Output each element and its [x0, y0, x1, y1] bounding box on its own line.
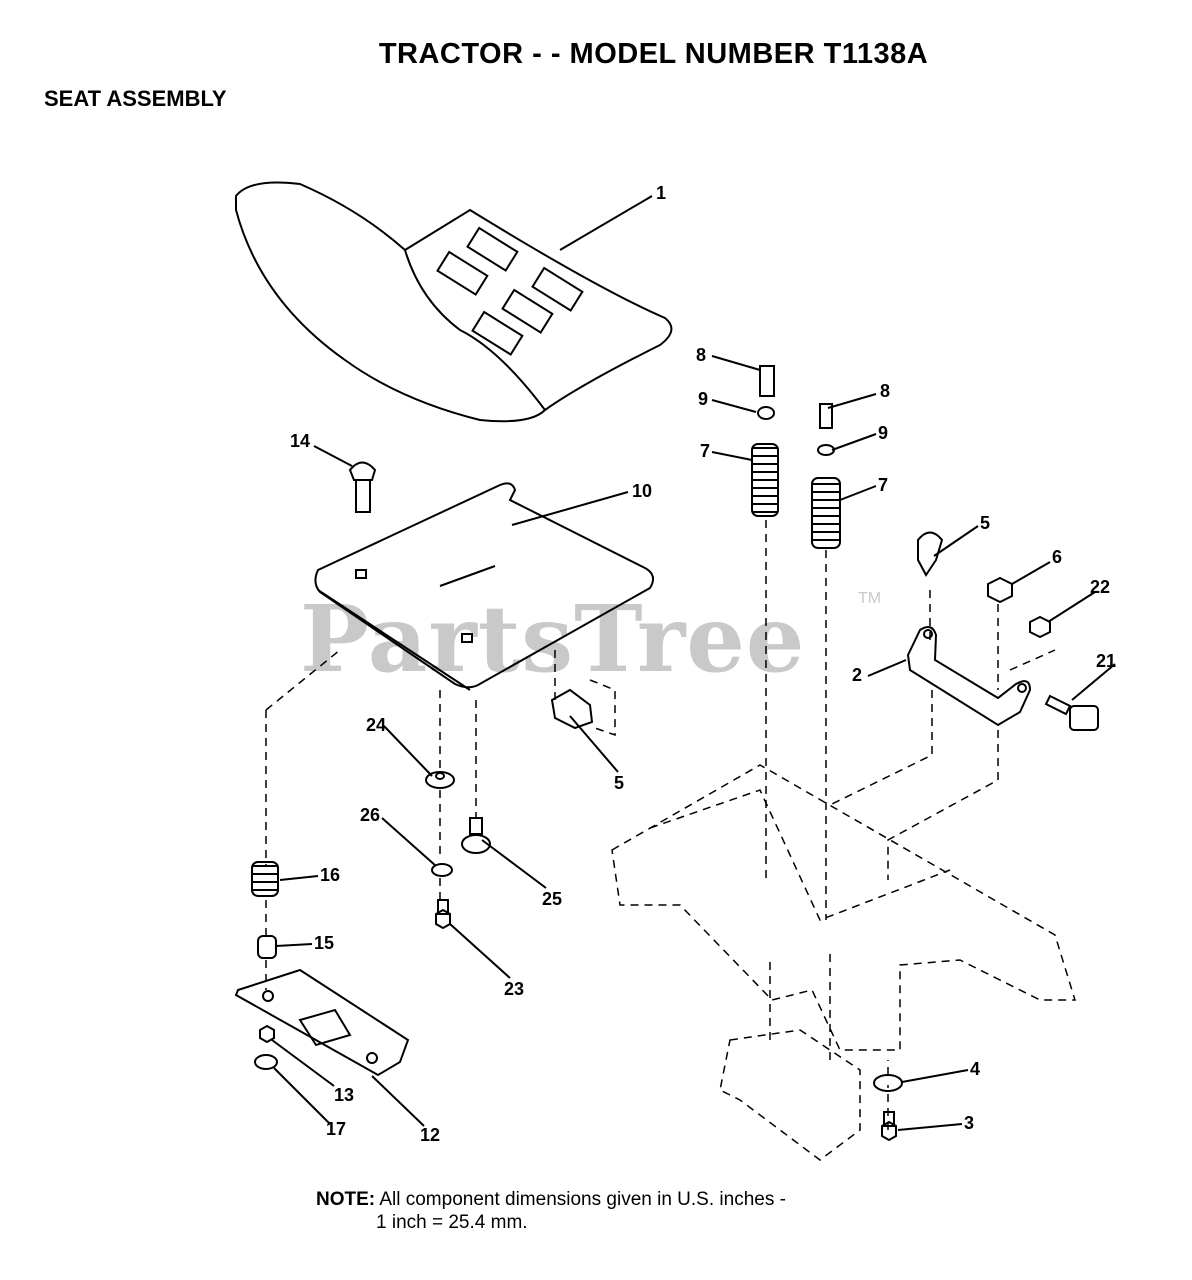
bracket-part	[906, 625, 1032, 727]
callout-7-left: 7	[700, 441, 711, 461]
callout-6: 6	[1052, 547, 1063, 567]
spring-left-part	[751, 443, 779, 517]
carriage-bolt-part	[348, 461, 377, 513]
callout-14: 14	[290, 431, 311, 451]
callout-22: 22	[1090, 577, 1111, 597]
callout-8-left: 8	[696, 345, 707, 365]
callout-5-right: 5	[980, 513, 991, 533]
callout-25: 25	[542, 889, 563, 909]
callout-12: 12	[420, 1125, 441, 1145]
seat-part	[235, 181, 673, 423]
callout-24: 24	[366, 715, 387, 735]
watermark-trademark: TM	[858, 590, 882, 607]
section-title: SEAT ASSEMBLY	[44, 86, 227, 111]
callout-13: 13	[334, 1085, 355, 1105]
callout-16: 16	[320, 865, 341, 885]
callout-21: 21	[1096, 651, 1117, 671]
page-title: TRACTOR - - MODEL NUMBER T1138A	[378, 38, 929, 70]
callout-10: 10	[632, 481, 653, 501]
callout-5-left: 5	[614, 773, 625, 793]
callout-1: 1	[656, 183, 667, 203]
seat-pan-part	[314, 482, 655, 691]
seat-spring-part	[251, 861, 279, 897]
callout-7-right: 7	[878, 475, 889, 495]
note-label: NOTE:	[316, 1189, 376, 1210]
note-line-1: All component dimensions given in U.S. i…	[379, 1189, 786, 1210]
callout-23: 23	[504, 979, 525, 999]
callout-3: 3	[964, 1113, 975, 1133]
dimension-note: NOTE: All component dimensions given in …	[316, 1188, 786, 1234]
callout-4: 4	[970, 1059, 981, 1079]
spring-right-part	[811, 477, 841, 549]
callout-8-right: 8	[880, 381, 891, 401]
note-line-2: 1 inch = 25.4 mm.	[376, 1212, 528, 1233]
callout-15: 15	[314, 933, 335, 953]
watermark-logo: PartsTree	[300, 585, 806, 693]
callout-9-left: 9	[698, 389, 709, 409]
shoulder-bolt-part	[1044, 694, 1099, 731]
callout-17: 17	[326, 1119, 347, 1139]
callout-26: 26	[360, 805, 381, 825]
slide-plate-part	[234, 968, 410, 1077]
callout-2: 2	[852, 665, 863, 685]
callout-9-right: 9	[878, 423, 889, 443]
